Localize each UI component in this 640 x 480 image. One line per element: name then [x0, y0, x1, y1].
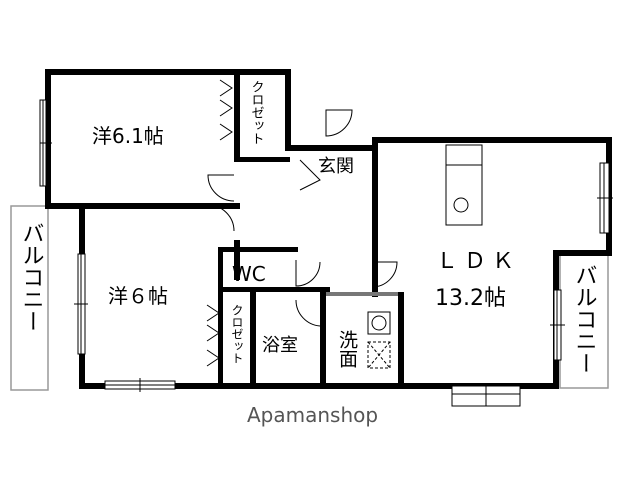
- kitchen-counter: [445, 144, 483, 226]
- room-label-wc: WC: [232, 262, 266, 286]
- walls: [45, 69, 612, 389]
- room-label-western-2: 洋６帖: [108, 284, 168, 308]
- closet-label-2: クロゼット: [230, 304, 244, 364]
- balcony-label-left: バルコニー: [19, 222, 44, 332]
- closet-label-1: クロゼット: [249, 80, 265, 145]
- doors: [207, 109, 398, 327]
- room-label-entrance: 玄関: [318, 156, 354, 177]
- room-label-western-1: 洋6.1帖: [92, 124, 164, 148]
- watermark: Apamanshop: [247, 403, 378, 427]
- balcony-left: [10, 205, 49, 391]
- closet-doors: [206, 79, 233, 367]
- washroom-fixtures: [367, 311, 391, 369]
- balcony-label-right: バルコニー: [572, 264, 597, 374]
- room-label-washroom: 洗面: [336, 330, 358, 368]
- room-label-ldk-size: 13.2帖: [435, 286, 506, 311]
- room-label-bath: 浴室: [262, 335, 298, 356]
- windows: [39, 99, 613, 407]
- room-label-ldk: ＬＤＫ: [436, 249, 520, 274]
